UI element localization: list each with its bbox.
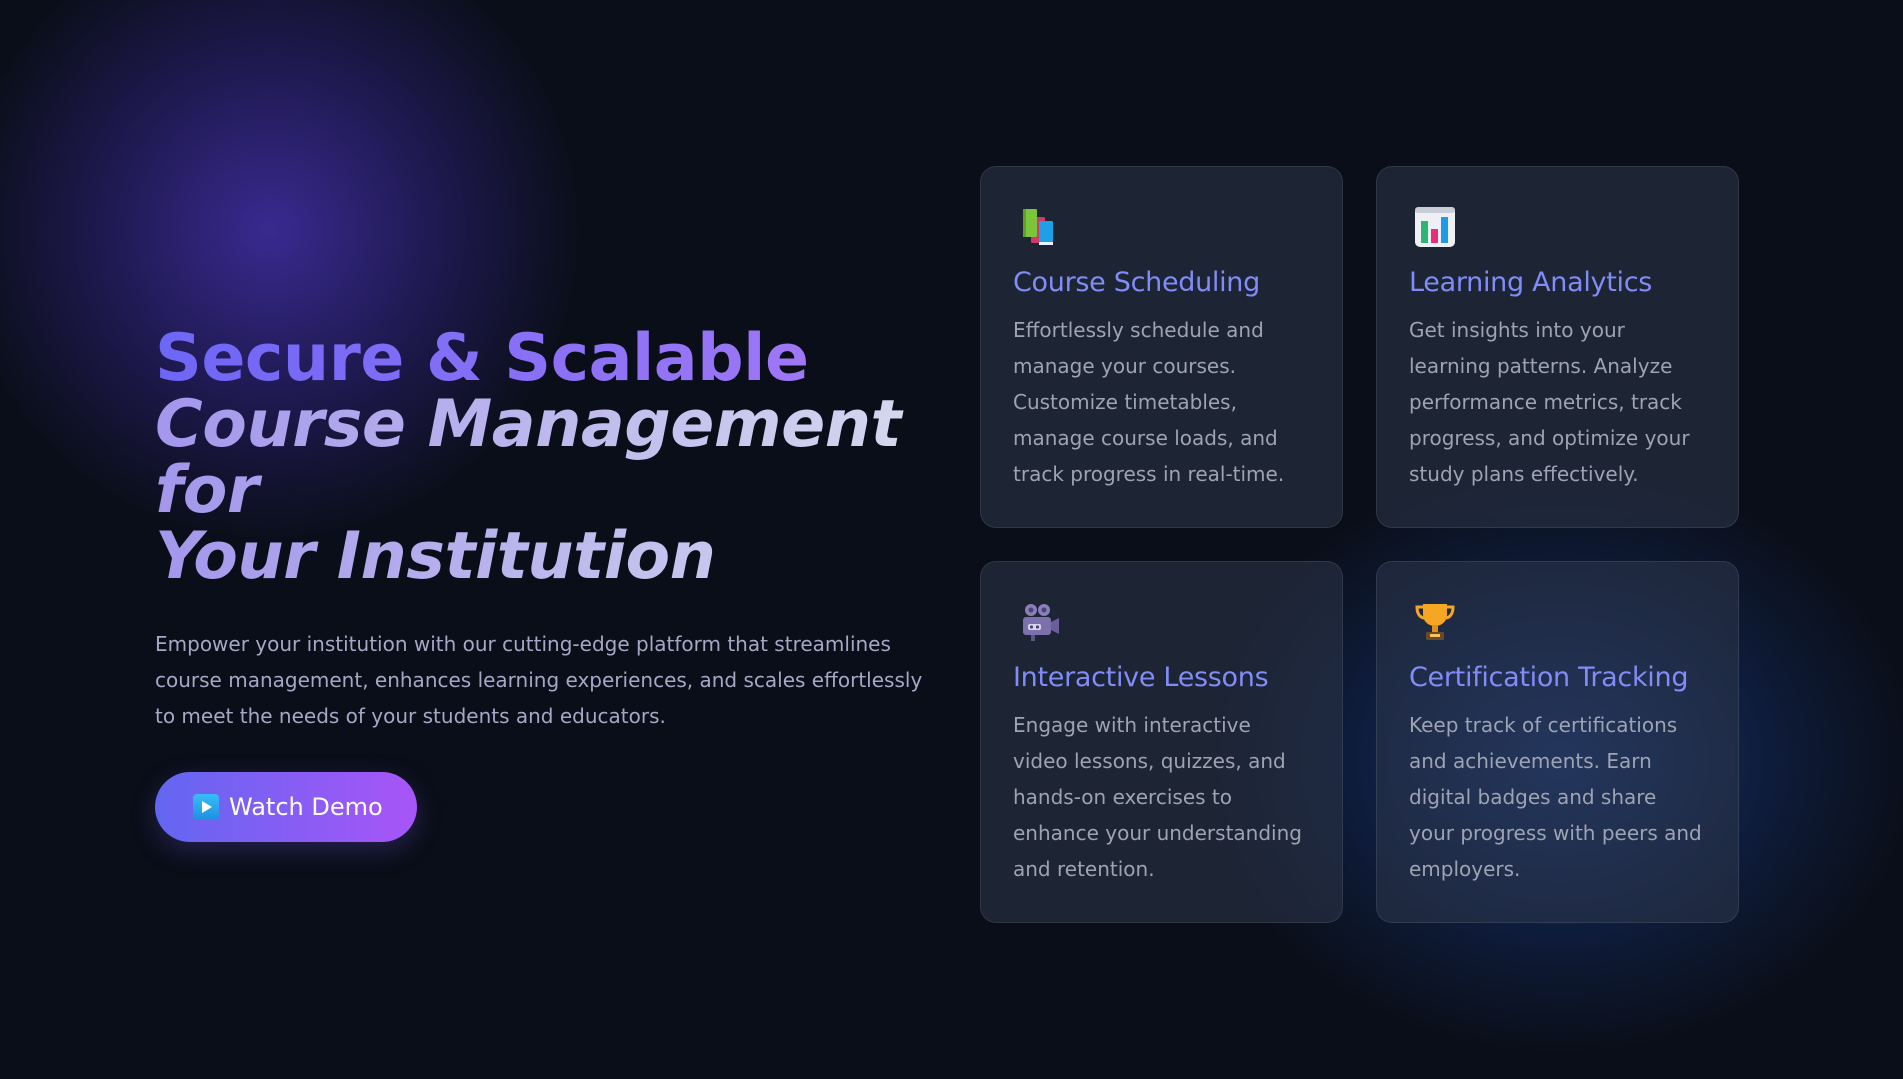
feature-title: Interactive Lessons: [1013, 662, 1269, 693]
headline-line-1: Secure & Scalable: [155, 326, 925, 392]
feature-title: Course Scheduling: [1013, 267, 1260, 298]
feature-description: Engage with interactive video lessons, q…: [1013, 713, 1302, 881]
video-camera-icon: [1017, 600, 1310, 648]
hero-headline: Secure & Scalable Course Management for …: [155, 326, 925, 590]
headline-line-2: Course Management for: [155, 392, 925, 524]
feature-title: Certification Tracking: [1409, 662, 1689, 693]
feature-description: Get insights into your learning patterns…: [1409, 318, 1690, 486]
features-grid: Course Scheduling Effortlessly schedule …: [980, 166, 1740, 923]
hero-description: Empower your institution with our cuttin…: [155, 632, 923, 728]
watch-demo-label: Watch Demo: [229, 793, 383, 821]
feature-description: Effortlessly schedule and manage your co…: [1013, 318, 1285, 486]
play-icon: [193, 794, 219, 820]
feature-card-learning-analytics: Learning Analytics Get insights into you…: [1376, 166, 1739, 528]
books-icon: [1017, 205, 1310, 253]
feature-card-course-scheduling: Course Scheduling Effortlessly schedule …: [980, 166, 1343, 528]
feature-title: Learning Analytics: [1409, 267, 1653, 298]
feature-description: Keep track of certifications and achieve…: [1409, 713, 1702, 881]
watch-demo-button[interactable]: Watch Demo: [155, 772, 417, 842]
headline-line-3: Your Institution: [155, 524, 925, 590]
feature-card-certification-tracking: Certification Tracking Keep track of cer…: [1376, 561, 1739, 923]
feature-card-interactive-lessons: Interactive Lessons Engage with interact…: [980, 561, 1343, 923]
trophy-icon: [1413, 600, 1706, 648]
hero-section: Secure & Scalable Course Management for …: [155, 326, 925, 842]
bar-chart-icon: [1413, 205, 1706, 253]
